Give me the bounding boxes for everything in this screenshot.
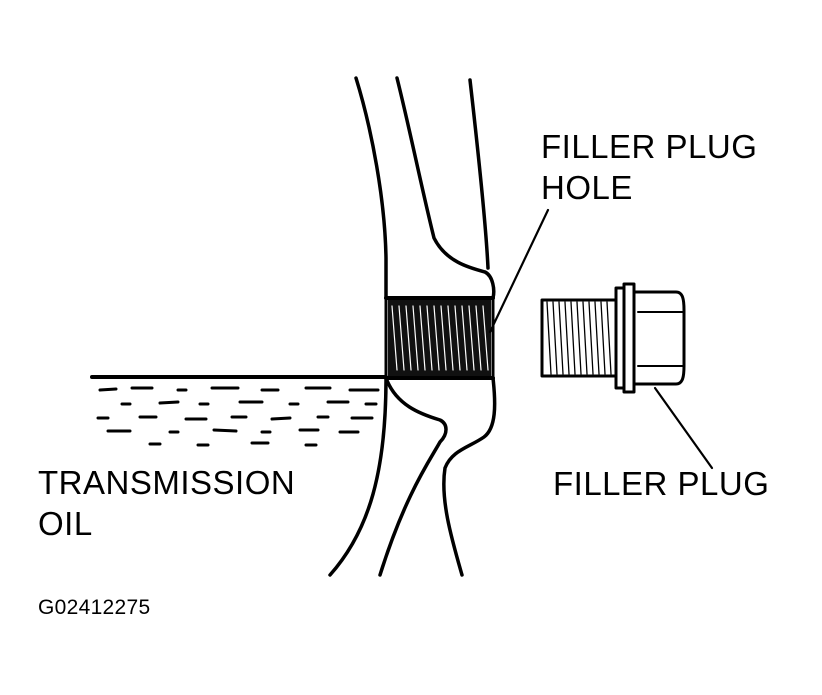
case-outer-face [468,78,490,270]
case-wall-inner-edge [328,76,388,577]
leader-filler-plug-hole [488,208,550,334]
label-filler-plug-hole-line1: FILLER PLUG [541,128,758,165]
transmission-oil-marks [96,386,380,447]
leader-filler-plug [653,386,714,470]
filler-plug [540,282,686,394]
label-filler-plug-hole-line2: HOLE [541,169,633,206]
case-web-lower [378,376,448,577]
label-filler-plug-text: FILLER PLUG [553,465,770,502]
figure-code: G02412275 [38,596,151,619]
label-filler-plug: FILLER PLUG [553,463,769,504]
label-transmission-oil-line2: OIL [38,505,93,542]
label-transmission-oil: TRANSMISSION OIL [38,462,295,544]
filler-plug-hole-bore [384,296,495,380]
label-transmission-oil-line1: TRANSMISSION [38,464,296,501]
label-filler-plug-hole: FILLER PLUG HOLE [541,126,757,208]
case-web-upper [395,76,496,300]
case-boss-lower [442,376,497,577]
